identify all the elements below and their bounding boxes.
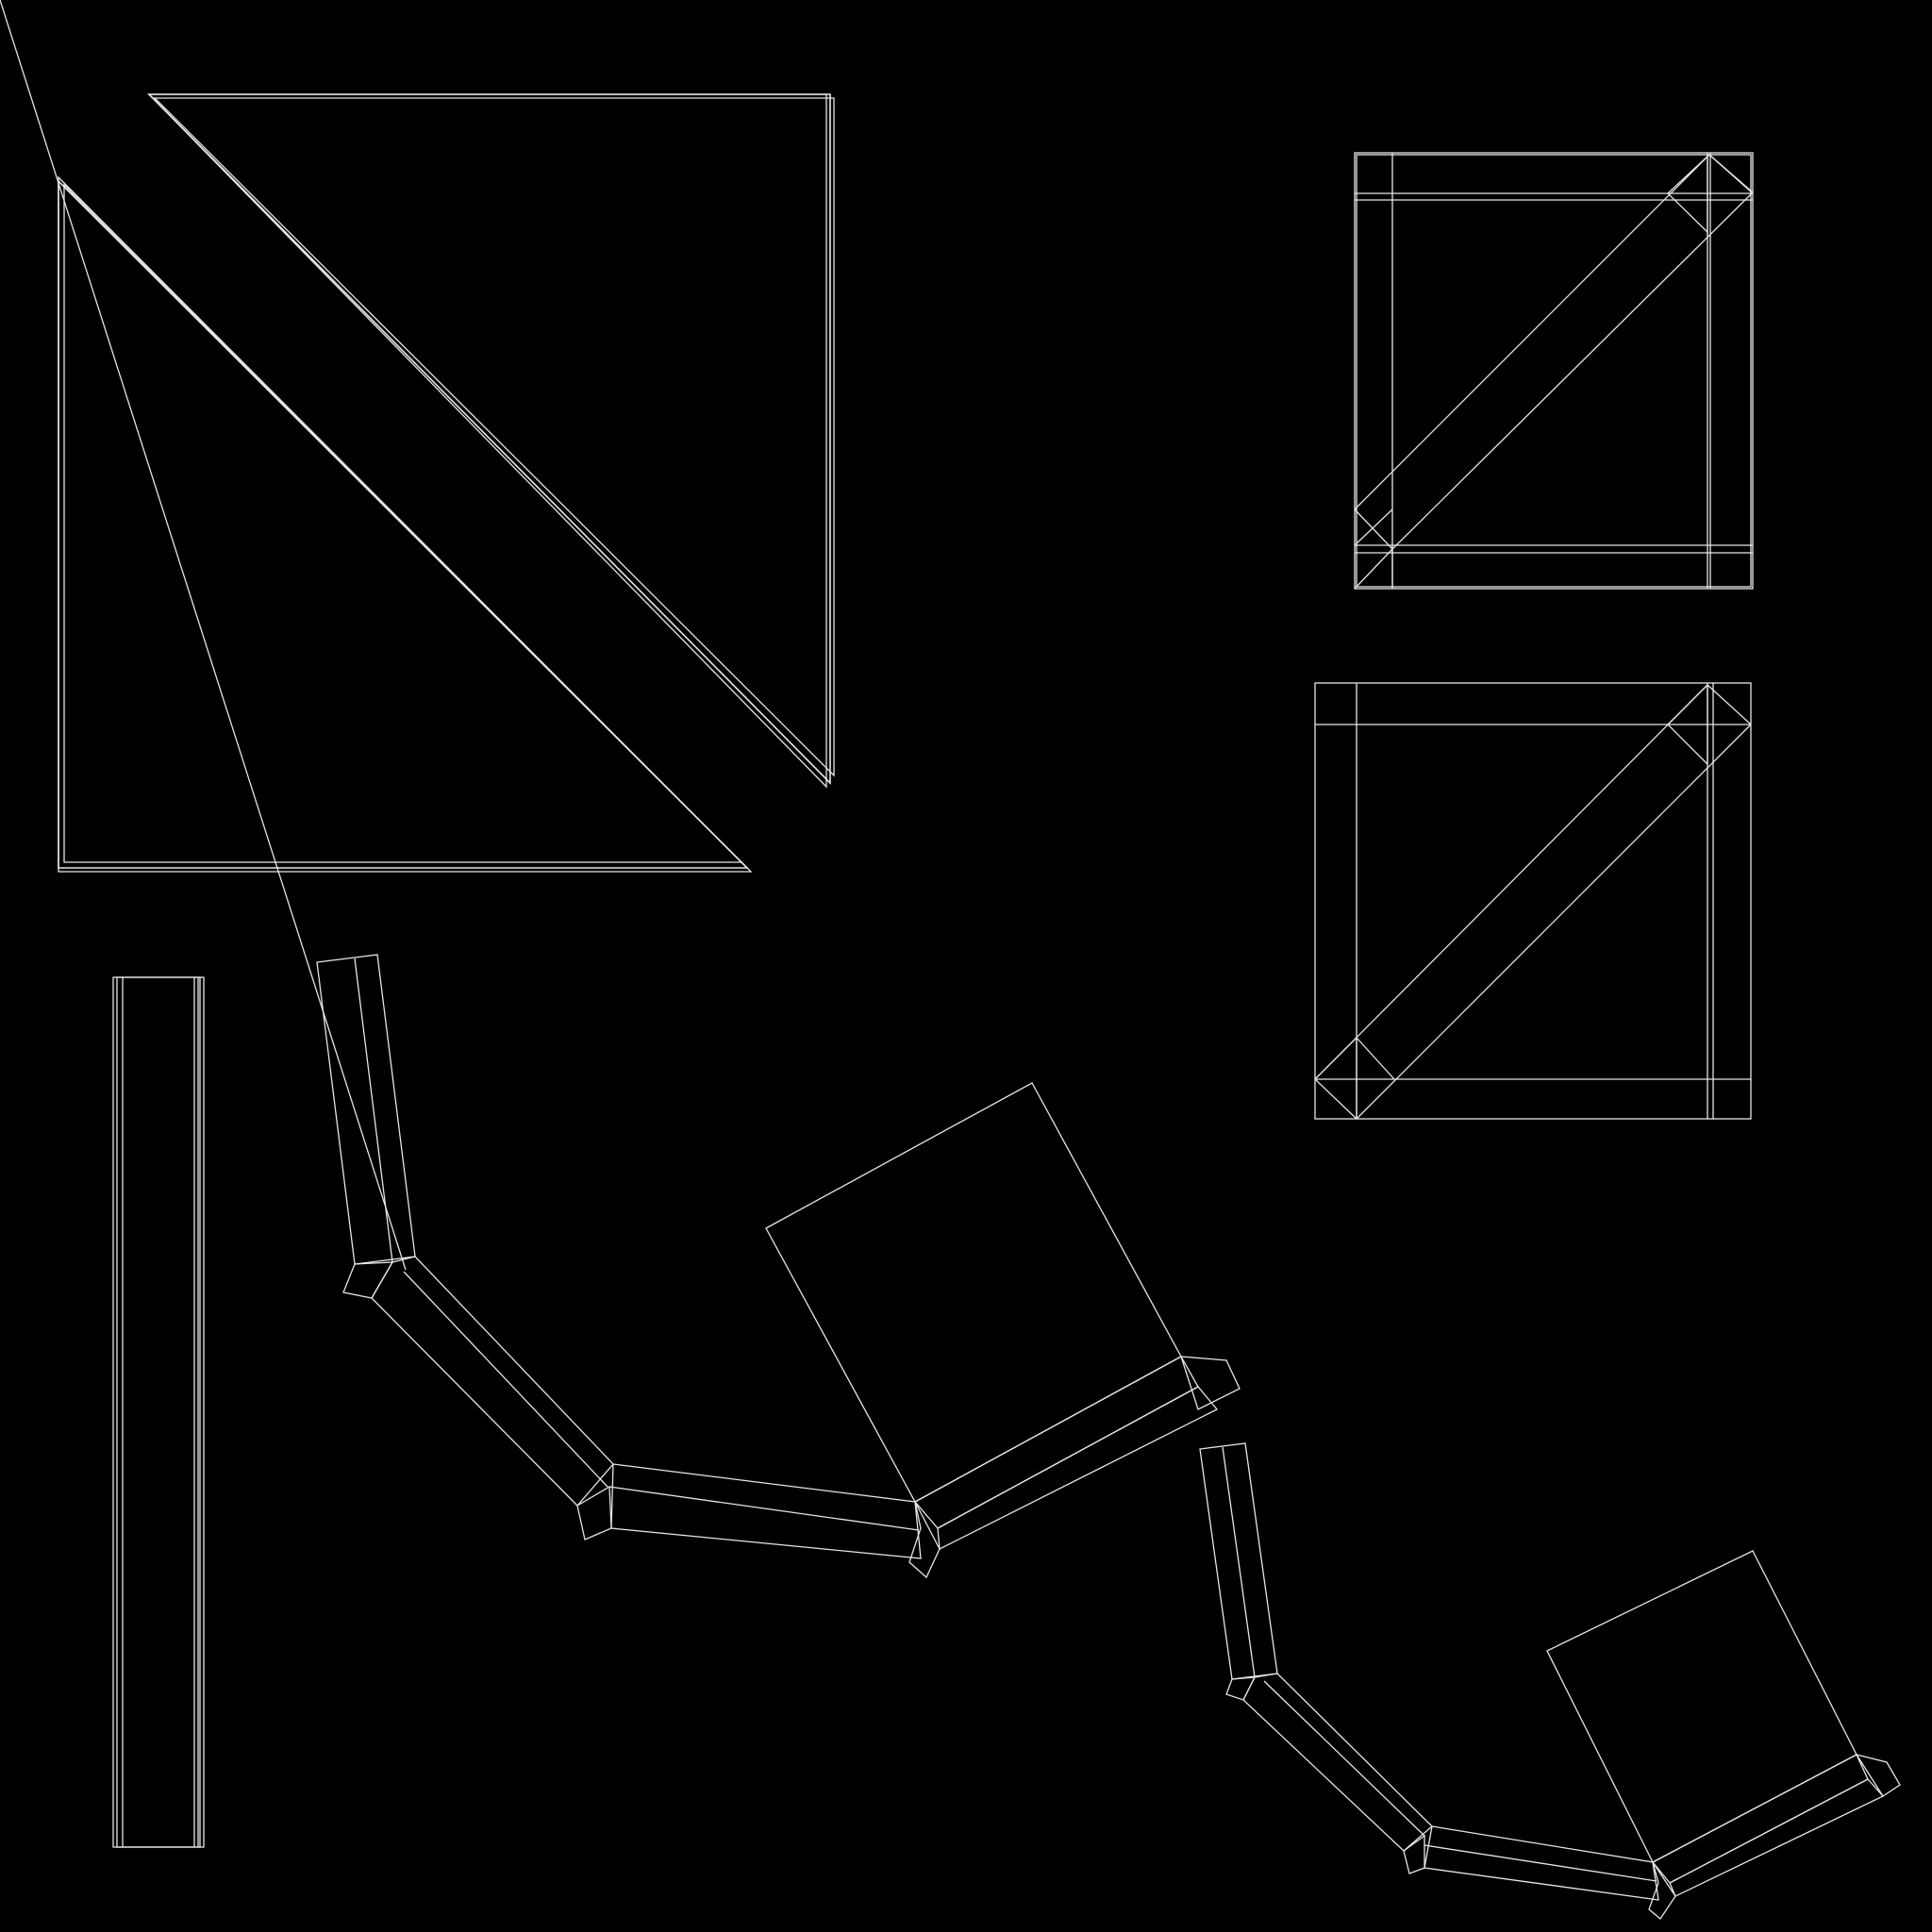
square-with-diagonal-bottom	[1314, 682, 1752, 1120]
folded-strip-with-square-small	[1199, 1442, 1901, 1920]
folded-strip-with-square-large	[0, 0, 1241, 1579]
large-triangle-pair	[58, 93, 835, 873]
square-with-diagonal-top	[1354, 152, 1754, 590]
vertical-strip	[112, 976, 205, 1848]
